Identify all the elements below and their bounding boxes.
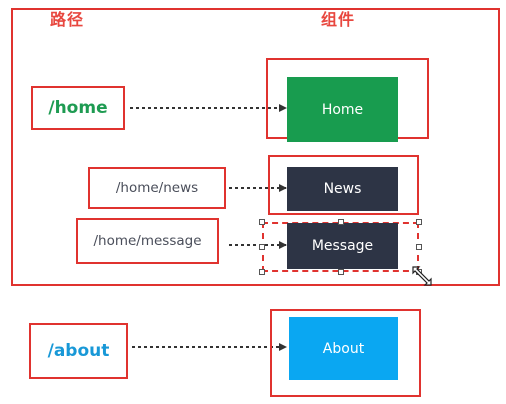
component-about: About: [289, 317, 398, 380]
resize-handle-s[interactable]: [338, 269, 344, 275]
route-frame-news: [268, 155, 419, 215]
route-path-news: /home/news: [88, 167, 226, 209]
route-path-about: /about: [29, 323, 128, 379]
path-column-header: 路径: [50, 10, 85, 29]
resize-handle-w[interactable]: [259, 244, 265, 250]
component-message: Message: [287, 223, 398, 269]
resize-cursor-icon: [412, 266, 432, 286]
resize-handle-n[interactable]: [338, 219, 344, 225]
component-home: Home: [287, 77, 398, 142]
resize-handle-e[interactable]: [416, 244, 422, 250]
route-path-home: /home: [31, 86, 125, 130]
resize-handle-sw[interactable]: [259, 269, 265, 275]
resize-handle-nw[interactable]: [259, 219, 265, 225]
route-frame-about: [270, 309, 421, 397]
component-news: News: [287, 167, 398, 211]
nested-routes-frame: [11, 8, 500, 286]
resize-handle-ne[interactable]: [416, 219, 422, 225]
component-column-header: 组件: [321, 10, 356, 29]
route-path-message: /home/message: [76, 218, 219, 264]
